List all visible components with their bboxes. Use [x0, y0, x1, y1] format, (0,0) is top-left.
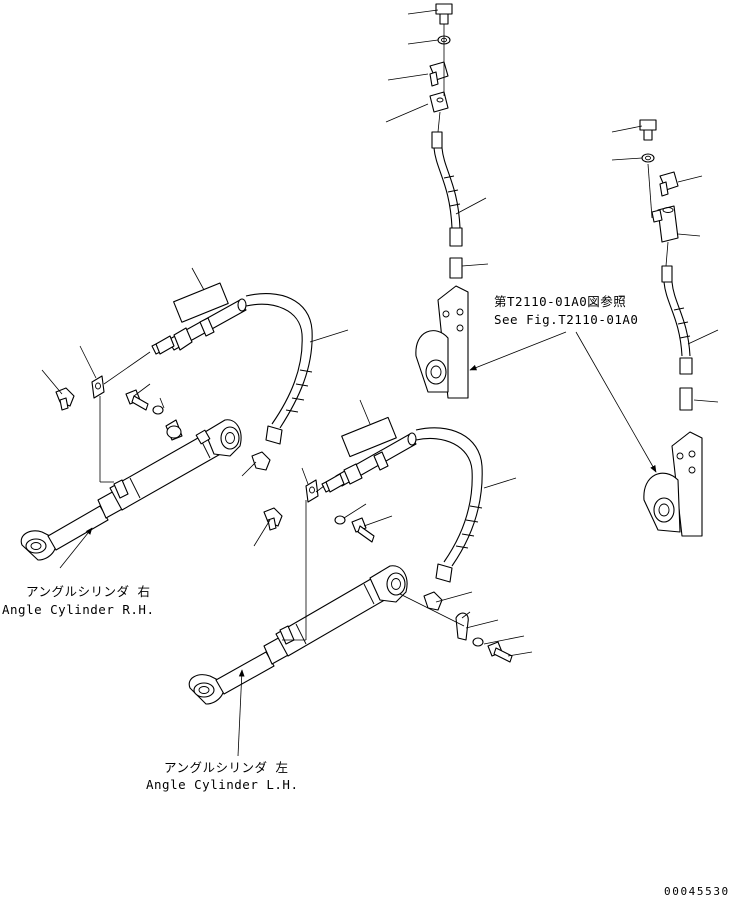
cylinder-rh: [20, 267, 349, 569]
label-cylinder-lh-en: Angle Cylinder L.H.: [146, 777, 299, 792]
label-reference-ja: 第T2110-01A0図参照: [494, 294, 627, 309]
cylinder-lh: [188, 399, 533, 757]
label-cylinder-rh-ja: アングルシリンダ 右: [26, 584, 151, 599]
label-reference-en: See Fig.T2110-01A0: [494, 312, 639, 327]
center-hose-assembly: [385, 3, 567, 399]
drawing-number: 00045530: [664, 885, 730, 898]
label-cylinder-lh-ja: アングルシリンダ 左: [164, 760, 289, 775]
right-hose-assembly: [575, 119, 719, 537]
label-cylinder-rh-en: Angle Cylinder R.H.: [2, 602, 155, 617]
